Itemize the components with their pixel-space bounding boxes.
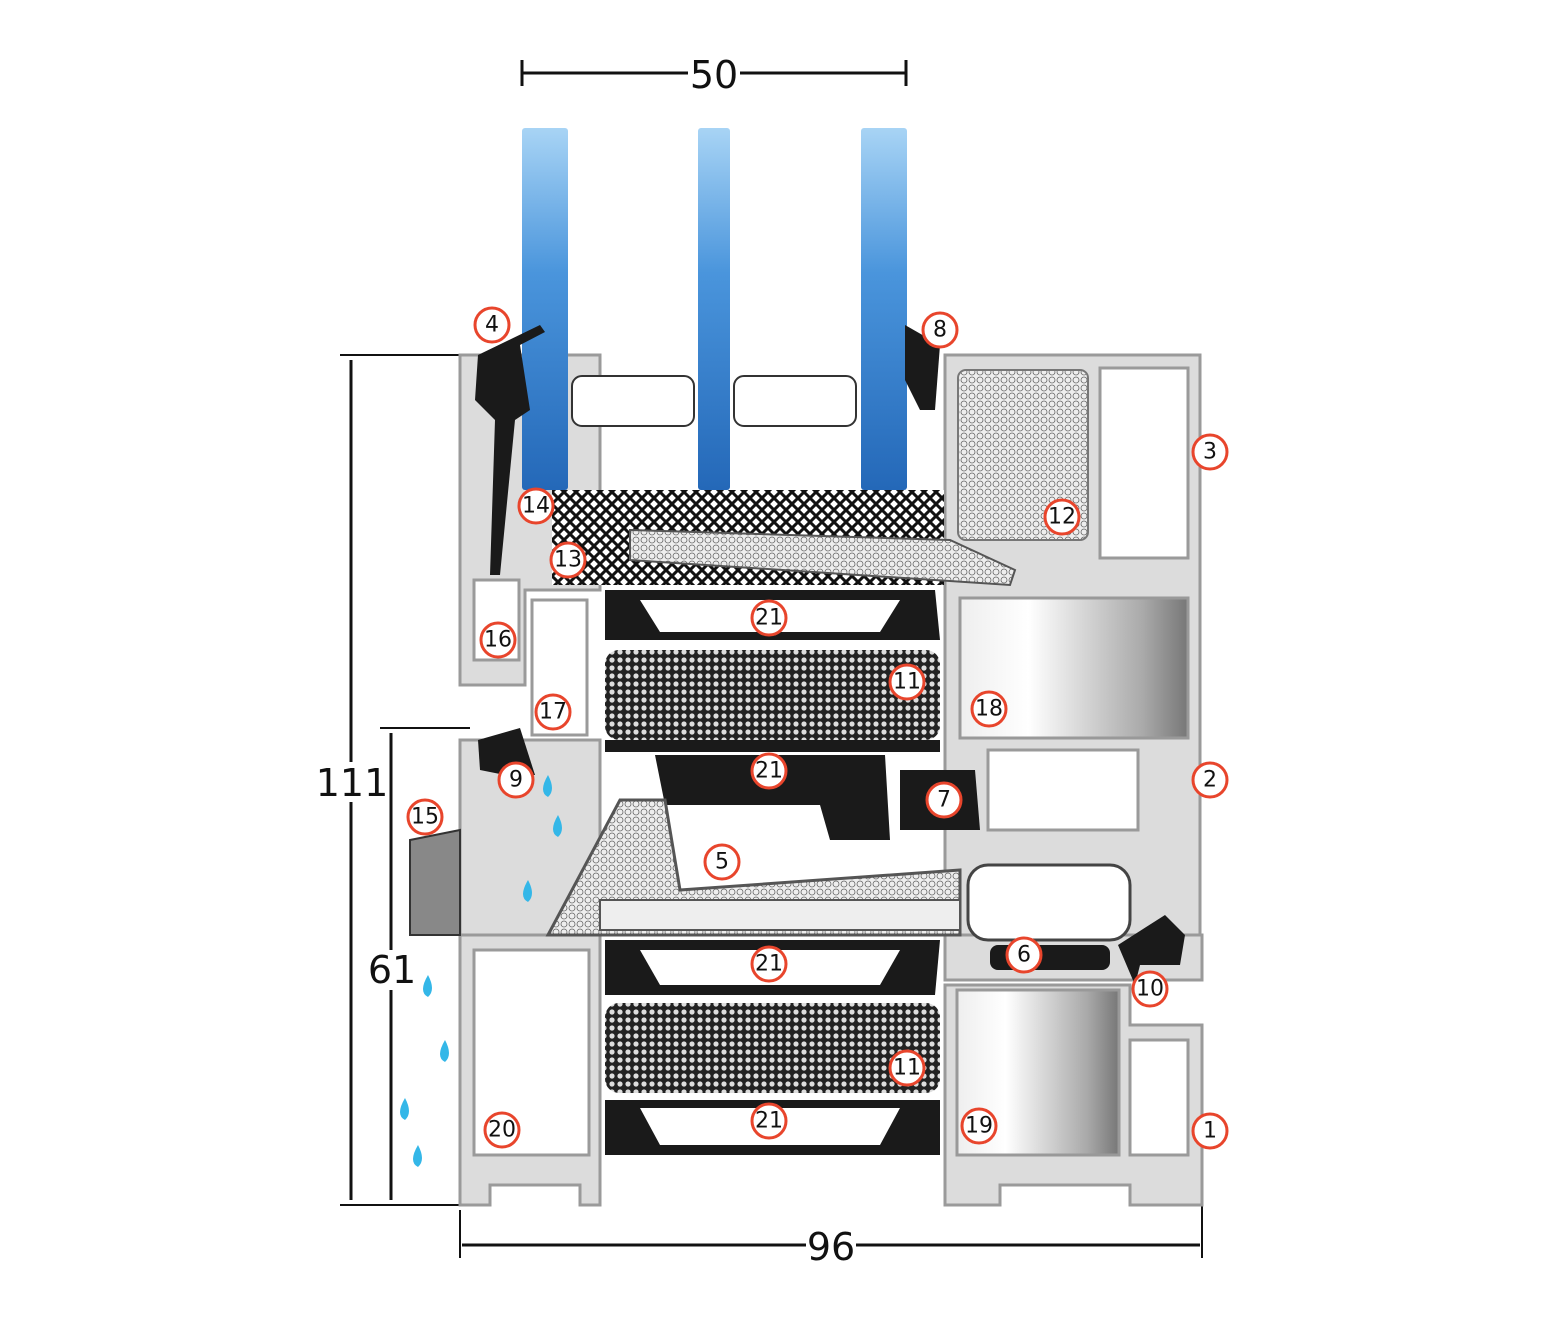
svg-text:3: 3: [1203, 440, 1217, 465]
callout-5: 5: [703, 843, 741, 881]
callout-11: 11: [888, 1049, 926, 1087]
callout-15: 15: [406, 798, 444, 836]
svg-text:11: 11: [893, 670, 921, 695]
callout-20: 20: [483, 1111, 521, 1149]
svg-text:9: 9: [509, 768, 523, 793]
callout-18: 18: [970, 690, 1008, 728]
water-drop-icon: [523, 880, 532, 902]
glazing-bead: [629, 528, 1017, 587]
dimension-label: 96: [807, 1225, 855, 1269]
sash-profile: [458, 353, 1202, 942]
water-drop-icon: [400, 1098, 409, 1120]
callout-21: 21: [750, 599, 788, 637]
dimension-label: 61: [368, 948, 416, 992]
callout-12: 12: [1043, 498, 1081, 536]
svg-text:21: 21: [755, 1109, 783, 1134]
svg-text:21: 21: [755, 952, 783, 977]
callout-21: 21: [750, 1102, 788, 1140]
callouts: 1 2 3 4 5 6 7 8 9 10 11 11 12 13 14 15 1…: [406, 306, 1229, 1150]
callout-4: 4: [473, 306, 511, 344]
water-drop-icon: [543, 775, 552, 797]
callout-17: 17: [534, 693, 572, 731]
callout-6: 6: [1005, 936, 1043, 974]
svg-text:15: 15: [411, 805, 439, 830]
callout-10: 10: [1131, 970, 1169, 1008]
svg-text:14: 14: [522, 494, 550, 519]
water-drop-icon: [553, 815, 562, 837]
svg-text:8: 8: [933, 318, 947, 343]
callout-21: 21: [750, 752, 788, 790]
water-drop-icon: [413, 1145, 422, 1167]
svg-text:7: 7: [937, 788, 951, 813]
callout-3: 3: [1191, 433, 1229, 471]
svg-text:4: 4: [485, 313, 499, 338]
svg-text:21: 21: [755, 759, 783, 784]
svg-text:2: 2: [1203, 768, 1217, 793]
callout-13: 13: [549, 541, 587, 579]
svg-text:5: 5: [715, 850, 729, 875]
dimension-total-height: 111: [316, 354, 470, 1206]
svg-text:6: 6: [1017, 943, 1031, 968]
dimension-glass-width: 50: [520, 53, 908, 97]
svg-text:20: 20: [488, 1118, 516, 1143]
water-drop-icon: [440, 1040, 449, 1062]
callout-1: 1: [1191, 1112, 1229, 1150]
callout-11: 11: [888, 663, 926, 701]
svg-text:19: 19: [965, 1114, 993, 1139]
gaskets: [409, 325, 1185, 985]
callout-16: 16: [479, 621, 517, 659]
svg-text:21: 21: [755, 606, 783, 631]
svg-text:17: 17: [539, 700, 567, 725]
water-drops: [400, 775, 562, 1167]
callout-9: 9: [497, 761, 535, 799]
dimension-inner-height: 61: [368, 727, 470, 1200]
svg-text:10: 10: [1136, 977, 1164, 1002]
callout-8: 8: [921, 311, 959, 349]
svg-text:18: 18: [975, 697, 1003, 722]
callout-2: 2: [1191, 761, 1229, 799]
svg-text:1: 1: [1203, 1119, 1217, 1144]
svg-text:11: 11: [893, 1056, 921, 1081]
thermal-break-strips: [545, 590, 962, 1155]
callout-7: 7: [925, 781, 963, 819]
water-drop-icon: [423, 975, 432, 997]
dimension-label: 111: [316, 761, 389, 805]
svg-text:13: 13: [554, 548, 582, 573]
triple-glazing: [522, 128, 907, 490]
callout-21: 21: [750, 945, 788, 983]
svg-text:16: 16: [484, 628, 512, 653]
callout-19: 19: [960, 1107, 998, 1145]
svg-text:12: 12: [1048, 505, 1076, 530]
dimension-total-width: 96: [459, 1190, 1203, 1269]
dimension-label: 50: [690, 53, 738, 97]
callout-14: 14: [517, 487, 555, 525]
